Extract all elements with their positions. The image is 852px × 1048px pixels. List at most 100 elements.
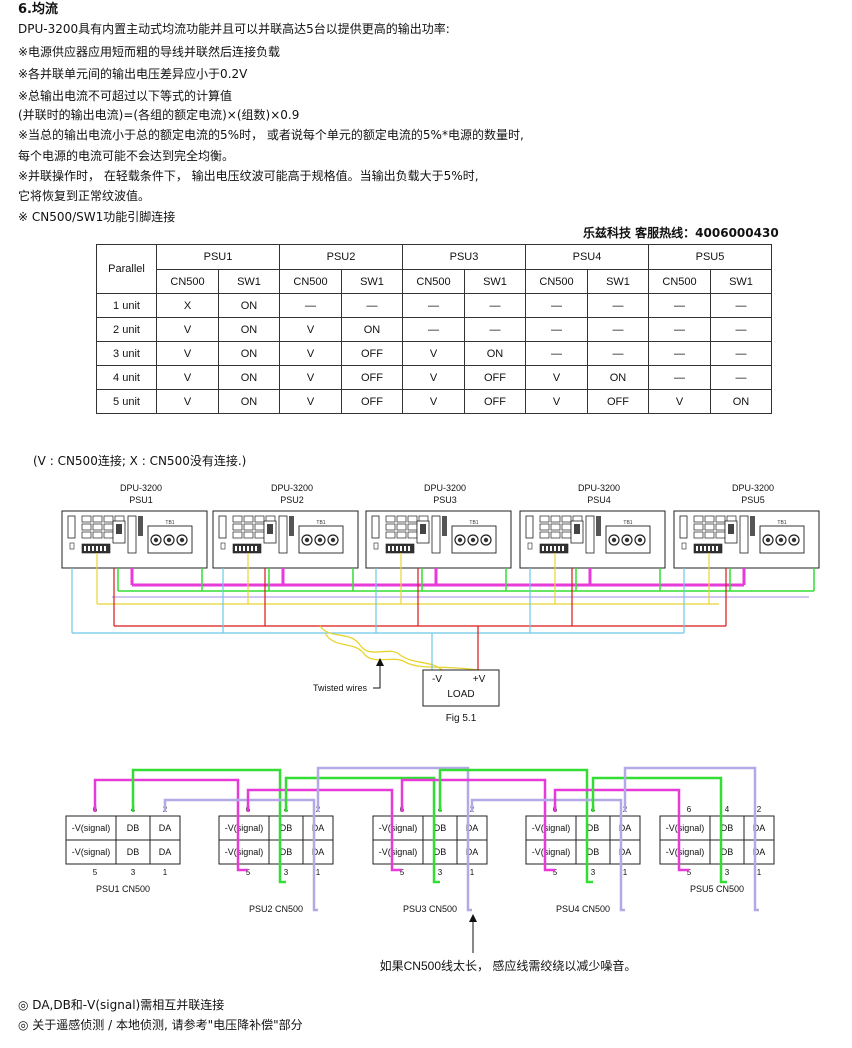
pin-block — [407, 515, 418, 523]
pin-number-top: 6 — [246, 805, 251, 814]
psu-unit-label: PSU5 — [741, 495, 765, 505]
terminal-screw — [301, 534, 313, 546]
pin-number-bottom: 3 — [725, 868, 730, 877]
pin-block — [704, 515, 715, 523]
sw1-lever — [420, 524, 426, 534]
cn500-cell-bottom — [609, 839, 641, 865]
cn500-cell-label: DA — [312, 847, 325, 857]
cn500-cell-label: DA — [753, 847, 766, 857]
pin-number-top: 4 — [591, 805, 596, 814]
table-cell: — — [710, 341, 772, 366]
table-cell: — — [402, 317, 465, 342]
cn500-cell-bottom — [115, 839, 151, 865]
subheader-cn500: CN500 — [402, 269, 465, 294]
sw1-switch — [112, 520, 126, 544]
table-cell: — — [279, 293, 342, 318]
cn500-pin — [696, 546, 698, 551]
pin-block — [693, 515, 704, 523]
subheader-sw1: SW1 — [341, 269, 403, 294]
cn500-wire-magenta — [400, 778, 555, 872]
table-cell: OFF — [341, 389, 403, 414]
sw1-switch — [263, 520, 277, 544]
pin-block — [539, 531, 550, 539]
led-slot — [67, 515, 76, 539]
terminal-screw — [163, 534, 175, 546]
table-header-psu1: PSU1 — [156, 244, 280, 270]
cn500-connector — [693, 543, 723, 554]
cn500-pin — [562, 546, 564, 551]
psu-model-label: DPU-3200 — [424, 483, 466, 493]
pin-block — [92, 523, 103, 531]
cn500-wire-lavender — [316, 766, 472, 912]
cn500-cell-bottom — [218, 839, 270, 865]
cn500-cell-bottom — [372, 839, 424, 865]
cn500-cell-label: DA — [159, 823, 172, 833]
figure-caption: Fig 5.1 — [446, 713, 477, 724]
cn500-cell-bottom — [422, 839, 458, 865]
table-cell: V — [648, 389, 711, 414]
note-1: ※电源供应器应用短而粗的导线并联然后连接负载 — [18, 45, 281, 59]
table-cell: — — [587, 341, 649, 366]
table-cell: V — [279, 365, 342, 390]
pin-block — [726, 523, 737, 531]
cn500-wire-green — [591, 776, 727, 884]
pin-block — [114, 523, 125, 531]
pot-slot — [681, 542, 687, 550]
sw1-lever — [267, 524, 273, 534]
cn500-pin — [251, 546, 253, 551]
row-label: 3 unit — [96, 341, 157, 366]
psu-module — [61, 510, 208, 569]
cn500-psu-label: PSU1 CN500 — [96, 884, 150, 894]
pin-block — [243, 531, 254, 539]
cn500-cell-label: DB — [587, 847, 600, 857]
pin-block — [243, 523, 254, 531]
pin-block — [254, 523, 265, 531]
terminal-screw — [775, 534, 787, 546]
note-5: ※并联操作时， 在轻载条件下， 输出电压纹波可能高于规格值。当输出负载大于5%时… — [18, 169, 479, 183]
cn500-cell-bottom — [65, 839, 117, 865]
cn500-pin — [558, 546, 560, 551]
load-neg-label: -V — [432, 674, 442, 685]
terminal-label: TB1 — [469, 520, 478, 526]
cn500-pin — [400, 546, 402, 551]
cn500-cell-label: DB — [587, 823, 600, 833]
relay-block — [739, 515, 749, 554]
sw1-lever — [728, 524, 734, 534]
pin-block — [693, 523, 704, 531]
terminal-screw-core — [483, 537, 489, 543]
cn500-pin — [704, 546, 706, 551]
cn500-cell-bottom — [456, 839, 488, 865]
terminal-screw — [621, 534, 633, 546]
cn500-pin — [88, 546, 90, 551]
pin-block — [726, 531, 737, 539]
terminal-screw — [480, 534, 492, 546]
led-slot — [371, 515, 380, 539]
cn500-connector — [385, 543, 415, 554]
note-2: ※各并联单元间的输出电压差异应小于0.2V — [18, 67, 248, 81]
cn500-pin — [247, 546, 249, 551]
cn500-cell-top — [743, 815, 775, 841]
pot-slot — [373, 542, 379, 550]
table-cell: ON — [218, 317, 280, 342]
pin-number-top: 4 — [725, 805, 730, 814]
pin-block — [550, 515, 561, 523]
cn500-cell-bottom — [659, 839, 711, 865]
pin-block — [81, 531, 92, 539]
note-arrow-head — [469, 914, 477, 922]
cn500-pin — [104, 546, 106, 551]
led-slot — [525, 515, 534, 539]
pin-block — [232, 523, 243, 531]
cn500-cell-label: DA — [312, 823, 325, 833]
cn500-psu-label: PSU4 CN500 — [556, 904, 610, 914]
pin-number-top: 4 — [131, 805, 136, 814]
cn500-cell-label: DA — [619, 823, 632, 833]
terminal-screw — [762, 534, 774, 546]
cn500-cell-top — [268, 815, 304, 841]
terminal-label: TB1 — [777, 520, 786, 526]
psu-module — [673, 510, 820, 569]
cn500-cell-label: DA — [466, 847, 479, 857]
table-cell: V — [402, 341, 465, 366]
table-cell: V — [525, 365, 588, 390]
hotline-text: 乐兹科技 客服热线：4006000430 — [583, 226, 779, 240]
